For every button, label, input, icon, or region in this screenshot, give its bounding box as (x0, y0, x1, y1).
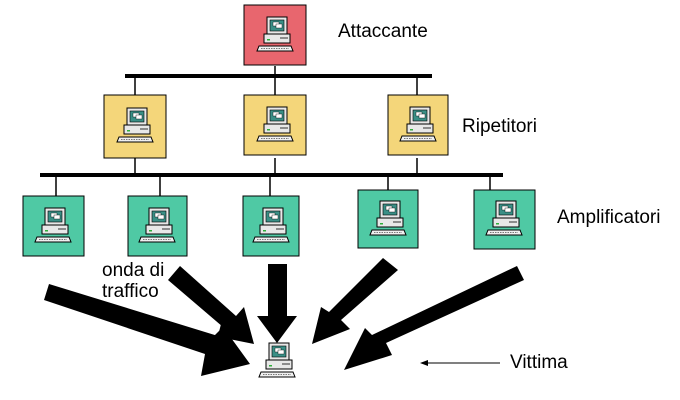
amplifier-node (242, 195, 300, 257)
attack-arrow (168, 266, 254, 344)
amplifier-node (127, 195, 188, 257)
traffic-wave-label-line1: onda di (102, 260, 165, 281)
attack-arrow (344, 266, 524, 370)
victim-pointer-arrow (420, 360, 500, 366)
network-lines (40, 66, 503, 196)
victim-label: Vittima (510, 352, 568, 373)
victim-node (258, 342, 296, 378)
attack-arrow (44, 284, 250, 376)
repeater-node (387, 94, 449, 156)
attacker-label: Attaccante (338, 21, 428, 42)
amplifier-node (473, 189, 536, 250)
attack-arrow (257, 264, 297, 343)
amplifier-node (357, 189, 419, 249)
attack-arrow (312, 258, 398, 344)
attacker-node (243, 4, 307, 66)
attack-arrows (44, 258, 524, 376)
computer-icon (258, 342, 296, 378)
repeaters-label: Ripetitori (462, 116, 537, 137)
amplifiers-label: Amplificatori (557, 207, 661, 228)
traffic-wave-label-line2: traffico (102, 281, 159, 302)
repeater-node (103, 94, 167, 159)
amplifier-node (22, 195, 85, 257)
traffic-wave-label: onda di traffico (102, 260, 164, 302)
repeater-node (243, 94, 307, 156)
